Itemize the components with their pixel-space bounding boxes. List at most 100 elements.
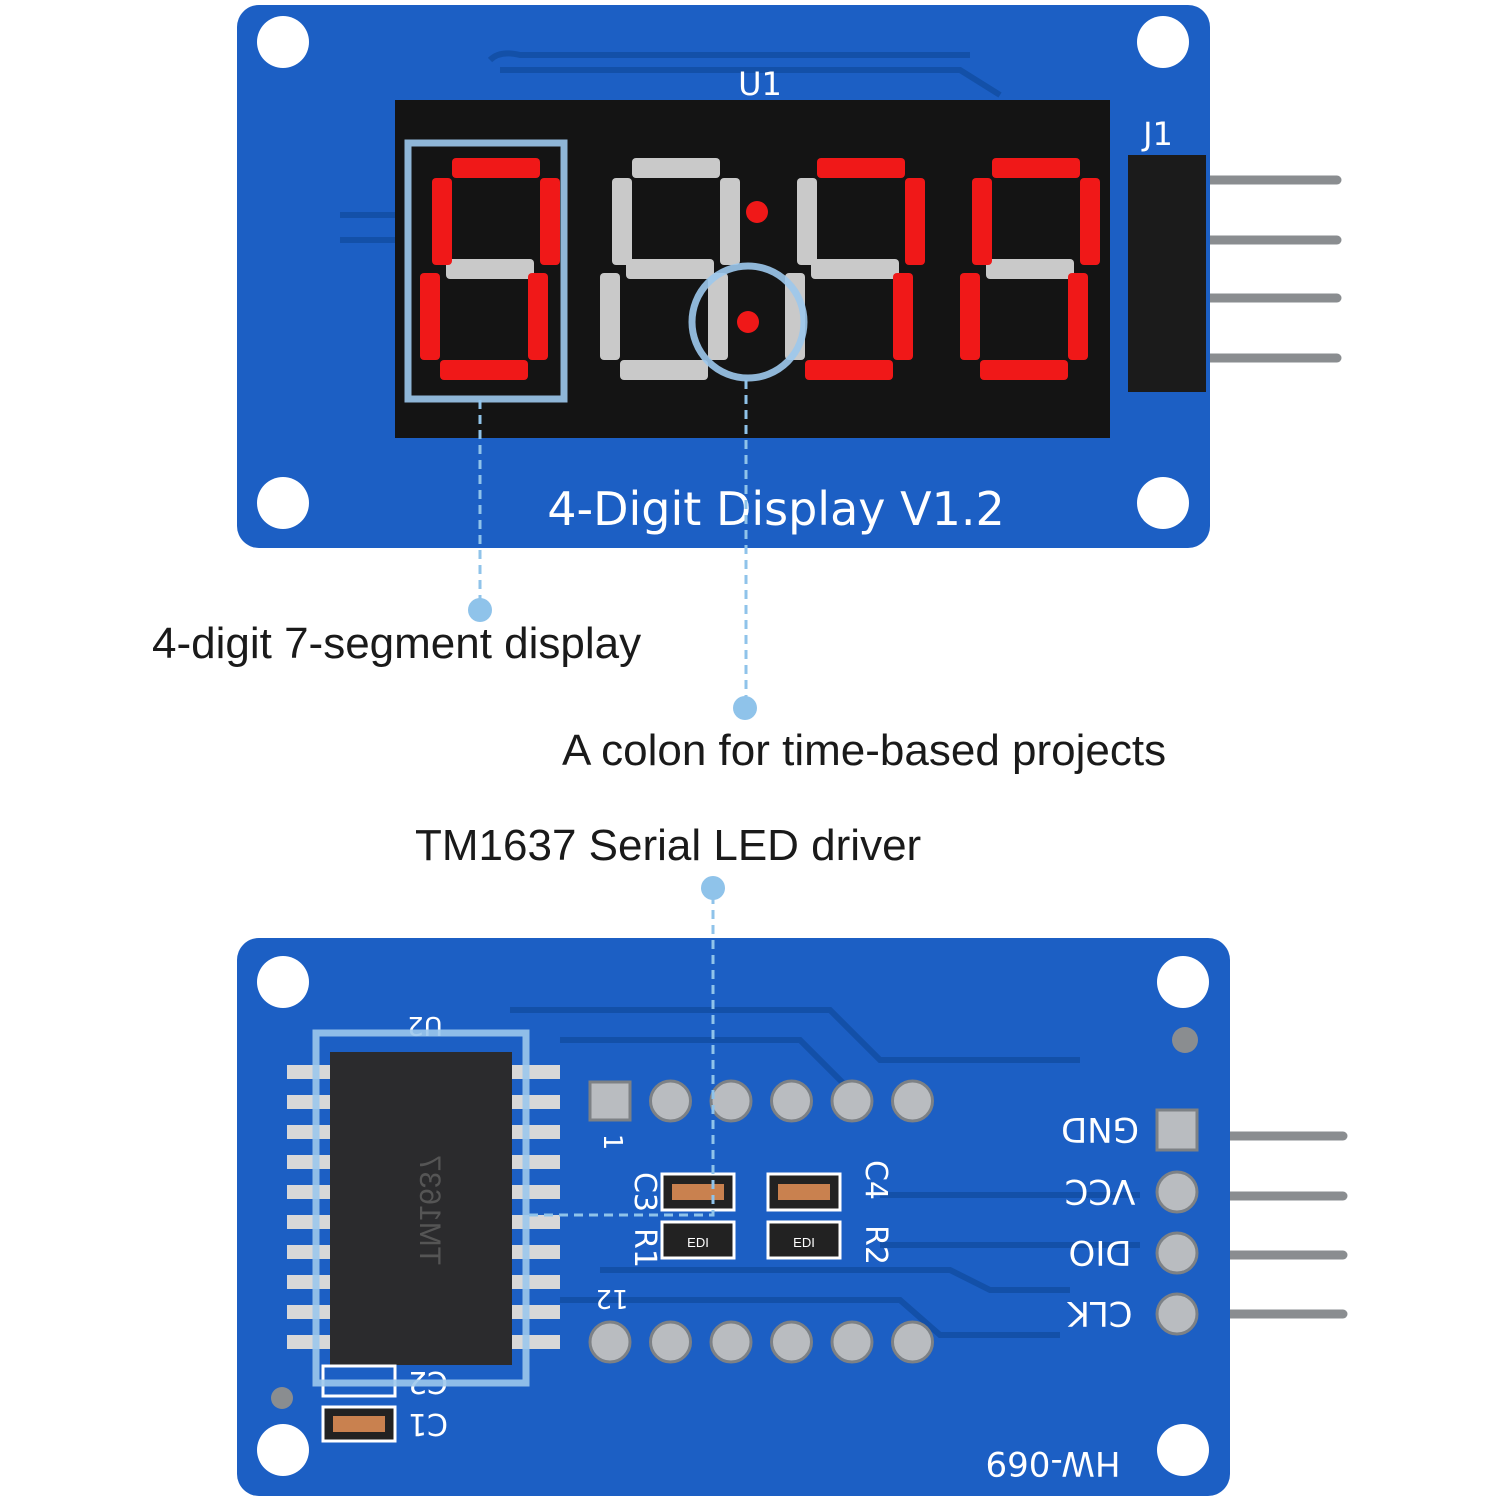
- segment-f: [972, 178, 992, 265]
- ic-lead: [287, 1095, 332, 1109]
- segment-g: [986, 259, 1074, 279]
- segment-c: [1068, 273, 1088, 360]
- header-pad: [1155, 1170, 1199, 1214]
- ic-lead: [287, 1335, 332, 1349]
- front-board: U1 J1 4-Digit Display V1.2: [237, 5, 1342, 548]
- board-title: 4-Digit Display V1.2: [547, 482, 1005, 536]
- header-pad-square: [1155, 1108, 1199, 1152]
- header-j1: [1128, 155, 1206, 392]
- segment-a: [632, 158, 720, 178]
- segment-a: [992, 158, 1080, 178]
- pad: [830, 1079, 874, 1123]
- segment-b: [1080, 178, 1100, 265]
- pad-square: [588, 1080, 632, 1122]
- digit-1: [420, 158, 560, 380]
- callout-display-label: 4-digit 7-segment display: [152, 619, 641, 668]
- pin-label-vcc: VCC: [1065, 1171, 1136, 1211]
- segment-d: [980, 360, 1068, 380]
- driver-chip-highlight: [312, 1029, 530, 1387]
- pad: [649, 1079, 692, 1123]
- silk-u1: U1: [738, 65, 782, 103]
- driver-callout-line: [528, 895, 715, 1217]
- mounting-hole: [1157, 956, 1209, 1008]
- mounting-hole: [1137, 16, 1189, 68]
- digit-4: [960, 158, 1100, 380]
- pad: [891, 1320, 934, 1364]
- segment-f: [432, 178, 452, 265]
- pin-label-gnd: GND: [1061, 1109, 1139, 1149]
- chip-marking: TM1637: [413, 1155, 446, 1265]
- segment-g: [811, 259, 899, 279]
- silk-c3: C3: [627, 1172, 662, 1212]
- segment-e: [960, 273, 980, 360]
- pad: [588, 1320, 632, 1364]
- segment-e: [600, 273, 620, 360]
- pad: [649, 1320, 692, 1364]
- ic-lead: [287, 1305, 332, 1319]
- segment-c: [708, 273, 728, 360]
- pad: [709, 1320, 753, 1364]
- silk-c1: C1: [408, 1406, 448, 1441]
- pin-label-clk: CLK: [1066, 1293, 1133, 1333]
- back-board: TM1637 U2 1 12 EDI EDI C3 R1 C4 R2 C1 C2…: [237, 938, 1348, 1496]
- colon-highlight: [688, 262, 808, 382]
- segment-f: [797, 178, 817, 265]
- ic-lead: [287, 1065, 332, 1079]
- ic-lead: [287, 1215, 332, 1229]
- segment-d: [440, 360, 528, 380]
- display-digit-highlight: [404, 139, 568, 403]
- colon-dot-bottom: [737, 311, 759, 333]
- ic-lead: [287, 1275, 332, 1289]
- pin-label-dio: DIO: [1069, 1232, 1132, 1272]
- pad: [709, 1079, 753, 1123]
- callout-dot: [701, 876, 725, 900]
- ic-lead: [510, 1065, 560, 1079]
- via: [271, 1387, 293, 1409]
- segment-g: [626, 259, 714, 279]
- ic-lead: [287, 1155, 332, 1169]
- segment-b: [720, 178, 740, 265]
- mounting-hole: [257, 956, 309, 1008]
- pad: [770, 1320, 813, 1364]
- segment-a: [452, 158, 540, 178]
- ic-lead: [510, 1185, 560, 1199]
- pad: [770, 1079, 813, 1123]
- header-pad: [1155, 1231, 1199, 1275]
- ic-lead: [510, 1125, 560, 1139]
- header-pad: [1155, 1292, 1199, 1336]
- pin-labels: GND VCC DIO CLK: [1061, 1108, 1199, 1336]
- colon-dot-top: [746, 201, 768, 223]
- ic-lead: [510, 1155, 560, 1169]
- segment-d: [620, 360, 708, 380]
- silk-pin12: 12: [595, 1283, 628, 1313]
- segment-c: [528, 273, 548, 360]
- digits: [420, 158, 1100, 380]
- mounting-hole: [257, 477, 309, 529]
- callout-colon-label: A colon for time-based projects: [562, 726, 1166, 775]
- mounting-hole: [1157, 1424, 1209, 1476]
- segment-b: [905, 178, 925, 265]
- ic-lead: [510, 1335, 560, 1349]
- segment-c: [893, 273, 913, 360]
- silk-c4: C4: [858, 1160, 893, 1200]
- ic-lead: [510, 1275, 560, 1289]
- ic-lead: [510, 1215, 560, 1229]
- callout-dot: [733, 696, 757, 720]
- smd-components: EDI EDI: [321, 1172, 842, 1443]
- segment-g: [446, 259, 534, 279]
- segment-a: [817, 158, 905, 178]
- callout-driver-label: TM1637 Serial LED driver: [415, 821, 921, 870]
- pad: [830, 1320, 874, 1364]
- ic-lead: [510, 1305, 560, 1319]
- ic-lead: [510, 1245, 560, 1259]
- mounting-hole: [257, 16, 309, 68]
- tm1637-chip: [330, 1052, 512, 1365]
- ic-lead: [287, 1125, 332, 1139]
- callout-dot: [468, 598, 492, 622]
- ic-lead: [287, 1185, 332, 1199]
- via: [1172, 1027, 1198, 1053]
- resistor-code: EDI: [687, 1235, 709, 1250]
- resistor-code: EDI: [793, 1235, 815, 1250]
- display-pads: [588, 1079, 934, 1364]
